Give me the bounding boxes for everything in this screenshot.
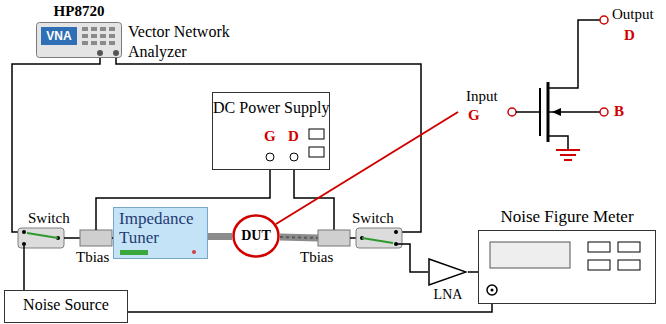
tbias-symbol (80, 230, 112, 246)
screen-text: VNA (41, 27, 77, 45)
keypad-key (91, 27, 97, 31)
instrument-model: HP8720 (36, 2, 122, 20)
component-name: Switch (352, 210, 394, 227)
pin-name: B (614, 103, 624, 120)
noise-cable (24, 238, 80, 290)
tbias-symbol (318, 230, 356, 246)
keypad-key (82, 34, 88, 38)
amplifier-name: LNA (424, 287, 472, 303)
switch-symbol (18, 228, 64, 248)
component-name: Tbias (76, 249, 109, 266)
connector-line (208, 233, 232, 240)
lna-cable (396, 244, 428, 272)
instrument-body (37, 23, 122, 58)
dut-name: DUT (232, 214, 280, 258)
panel-button (588, 242, 610, 252)
transistor-symbol (539, 88, 541, 136)
indicator-dot (192, 250, 196, 254)
box-title: DC Power Supply (213, 98, 328, 118)
terminal-name: G (264, 127, 276, 145)
amplifier-outline (429, 259, 466, 285)
switch-symbol (27, 233, 58, 238)
vna-cable (116, 58, 421, 232)
noise-cable (23, 246, 25, 290)
noise-meter-box: Noise Figure Meter (478, 206, 656, 304)
input-connector (487, 285, 497, 295)
port-name: Output (612, 6, 654, 23)
keypad-key (82, 27, 88, 31)
transistor-symbol (508, 108, 516, 116)
transistor-symbol (552, 108, 561, 116)
transistor-symbol (508, 16, 608, 160)
component-name: Switch (28, 210, 70, 227)
keypad-key (100, 41, 106, 45)
switch-symbol (362, 238, 393, 243)
connector-line (128, 304, 492, 312)
indicator-bar (120, 250, 148, 255)
transistor-symbol (548, 20, 600, 88)
panel-button (309, 129, 324, 139)
keypad-key (100, 27, 106, 31)
dut-circle: DUT (232, 214, 280, 264)
switch-symbol (394, 230, 398, 234)
transistor-symbol (600, 16, 608, 24)
port-connector (113, 50, 119, 56)
noise-cable (64, 237, 80, 239)
keypad-key (91, 34, 97, 38)
panel-button (588, 260, 610, 270)
coax-cable (280, 237, 318, 238)
terminal-name: D (288, 127, 299, 145)
port-name: Input (466, 88, 498, 105)
transistor-symbol (564, 159, 572, 161)
port-connector (97, 50, 103, 56)
keypad-key (100, 34, 106, 38)
keypad-key (82, 41, 88, 45)
vna-instrument: HP8720VNA (36, 2, 122, 58)
tbias-symbol (350, 237, 356, 239)
switch-symbol (22, 230, 26, 234)
panel-button (618, 260, 640, 270)
switch-symbol (356, 228, 402, 248)
tbias-symbol (318, 230, 350, 246)
amplifier-triangle: LNA (428, 258, 468, 304)
input-connector (491, 289, 494, 292)
pin-name: D (624, 27, 635, 44)
terminal (266, 153, 274, 161)
transistor-symbol (548, 136, 568, 150)
box-title: Impedance Tuner (114, 208, 207, 249)
keypad-key (109, 41, 115, 45)
box-title: Noise Figure Meter (478, 207, 656, 227)
coax-cable (280, 237, 318, 238)
keypad-key (91, 41, 97, 45)
terminal (290, 153, 298, 161)
transistor-symbol (560, 154, 576, 156)
vna-cable (12, 58, 100, 232)
bias-wire (294, 160, 334, 230)
noise-source-box: Noise Source (4, 290, 128, 323)
panel-button (618, 242, 640, 252)
lna-cable (396, 244, 428, 272)
transistor-symbol (516, 111, 540, 113)
amplifier-triangle (428, 258, 468, 288)
tuner-box: Impedance Tuner (113, 207, 208, 259)
switch-symbol (18, 228, 64, 248)
transistor-symbol (556, 149, 580, 151)
component-name: Tbias (300, 249, 333, 266)
box-title: Noise Source (5, 291, 127, 318)
keypad-key (109, 27, 115, 31)
coax-cable (280, 237, 318, 238)
meter-display (490, 242, 570, 268)
power-supply-box: DC Power SupplyGD (212, 92, 330, 170)
keypad-key (109, 34, 115, 38)
switch-symbol (356, 228, 402, 248)
transistor-symbol (600, 108, 608, 116)
vna-cable (12, 58, 421, 232)
tbias-symbol (80, 230, 113, 246)
switch-symbol (22, 242, 26, 246)
instrument-name: Vector Network Analyzer (128, 22, 246, 62)
connector-line (468, 271, 478, 273)
pin-name: G (468, 107, 480, 124)
panel-button (309, 147, 324, 157)
